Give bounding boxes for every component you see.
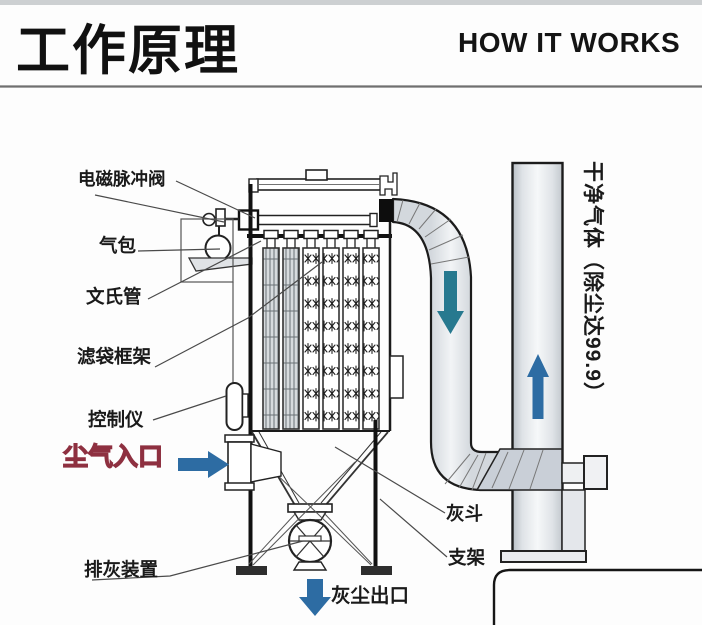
label-controller: 控制仪 xyxy=(88,409,144,430)
lid-handle xyxy=(305,169,328,181)
inlet-flow-arrow-icon xyxy=(178,451,229,478)
lid-right-bracket xyxy=(379,172,398,196)
label-ash-discharge-device: 排灰装置 xyxy=(84,559,159,580)
filter-bags xyxy=(262,247,380,430)
elbow-hatch-lines xyxy=(396,199,487,491)
tank-shelf xyxy=(187,257,253,272)
clean-air-duct xyxy=(391,197,563,492)
label-dust-outlet: 灰尘出口 xyxy=(331,585,410,607)
support-braces xyxy=(248,461,373,566)
image-edge-strip xyxy=(0,0,702,5)
label-venturi-tube: 文氏管 xyxy=(86,286,142,307)
motor-box xyxy=(583,455,608,490)
controller-unit xyxy=(225,382,244,431)
filter-cage xyxy=(262,247,280,430)
label-clean-gas: 干净气体（除尘达99.9） xyxy=(581,161,604,404)
leader-lines xyxy=(91,180,448,581)
frame-corner-line xyxy=(492,568,702,625)
label-dust-inlet: 尘气入口 xyxy=(62,443,164,471)
page-title-english: HOW IT WORKS xyxy=(458,27,681,58)
label-ash-hopper: 灰斗 xyxy=(446,503,484,524)
left-foot xyxy=(236,566,267,575)
right-foot xyxy=(361,566,392,575)
blow-pipe xyxy=(257,214,372,226)
label-filter-bag-cage: 滤袋框架 xyxy=(77,346,152,367)
label-support-frame: 支架 xyxy=(448,547,486,568)
access-door-tab xyxy=(389,355,404,399)
duct-down-arrow-icon xyxy=(437,271,464,334)
outlet-down-arrow-icon xyxy=(299,579,331,616)
filter-cage xyxy=(282,247,300,430)
motor-duct xyxy=(561,462,585,484)
stack-base-plate xyxy=(500,550,587,563)
label-pulse-valve: 电磁脉冲阀 xyxy=(78,169,166,189)
outlet-connector-block xyxy=(379,199,393,222)
venturi-row xyxy=(263,229,379,250)
inlet-duct xyxy=(224,434,282,491)
page-title: 工作原理 xyxy=(16,21,240,81)
fan-unit xyxy=(500,455,608,563)
stack-up-arrow-icon xyxy=(527,354,549,419)
air-tank-circle xyxy=(204,234,232,262)
rotary-valve xyxy=(287,503,333,571)
label-air-tank: 气包 xyxy=(99,235,137,256)
baghouse-body xyxy=(180,169,404,575)
